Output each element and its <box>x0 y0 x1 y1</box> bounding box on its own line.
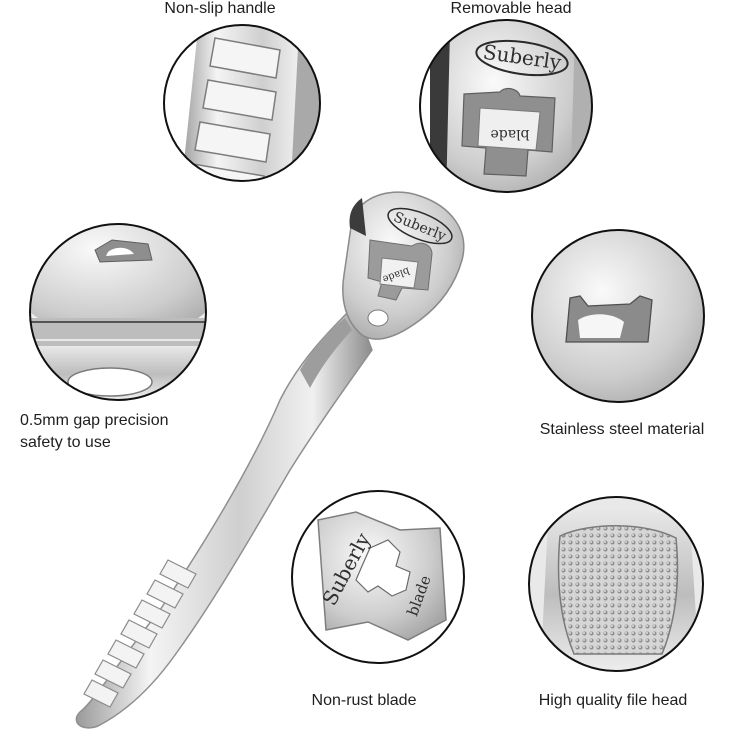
label-non-rust-blade: Non-rust blade <box>311 692 417 709</box>
head-blade-engraving: blade <box>490 126 529 142</box>
detail-circle-handle <box>163 24 321 182</box>
detail-circle-stainless <box>531 229 705 403</box>
detail-circle-blade: Suberly blade <box>291 490 465 664</box>
label-gap-line1: 0.5mm gap precision <box>20 412 169 429</box>
label-non-slip-handle: Non-slip handle <box>164 0 276 17</box>
label-removable-head: Removable head <box>450 0 572 17</box>
detail-circle-gap <box>29 223 207 401</box>
label-stainless-steel: Stainless steel material <box>539 421 705 438</box>
detail-circle-head: Suberly blade <box>419 19 593 193</box>
label-gap-line2: safety to use <box>20 434 111 451</box>
foot-file-tool: Suberly blade <box>75 191 465 729</box>
label-file-head: High quality file head <box>538 692 688 709</box>
detail-circle-file-head <box>528 496 704 672</box>
